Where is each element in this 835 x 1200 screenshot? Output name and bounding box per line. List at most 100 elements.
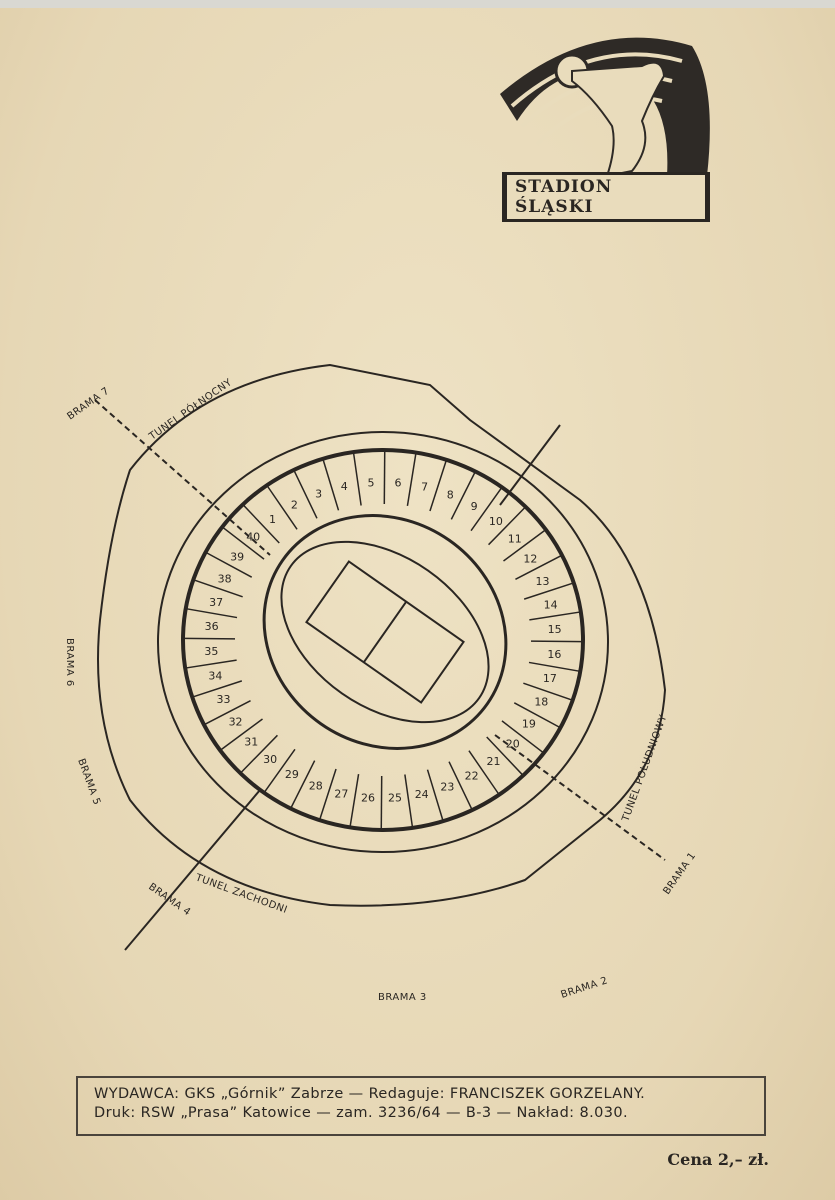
- sector-label: 16: [547, 648, 561, 661]
- sector-label: 28: [309, 779, 323, 792]
- sector-label: 39: [230, 550, 244, 563]
- sector-divider: [204, 700, 251, 725]
- sector-label: 13: [535, 575, 549, 588]
- publisher-imprint-box: WYDAWCA: GKS „Górnik” Zabrze — Redaguje:…: [76, 1076, 766, 1136]
- tunnel-south-line: [494, 734, 666, 861]
- sector-divider: [503, 529, 546, 562]
- sector-label: 21: [487, 755, 501, 768]
- concourse-ring: [157, 431, 609, 853]
- sector-divider: [186, 608, 238, 619]
- gate-label-4: BRAMA 4: [146, 881, 192, 918]
- scan-edge: [0, 0, 835, 8]
- sector-label: 12: [523, 553, 537, 566]
- sector-label: 22: [465, 769, 479, 782]
- sector-label: 1: [269, 513, 276, 526]
- sector-divider: [468, 750, 500, 795]
- sector-label: 5: [368, 476, 375, 489]
- sector-divider: [290, 760, 316, 808]
- sector-label: 23: [440, 780, 454, 793]
- sector-divider: [349, 774, 360, 827]
- sector-label: 7: [421, 481, 428, 494]
- sector-divider: [352, 452, 362, 506]
- sector-label: 32: [229, 715, 243, 728]
- tunnel-label-south: TUNEL POŁUDNIOWY: [620, 713, 669, 824]
- sector-divider: [319, 768, 337, 820]
- tunnel-west-line: [124, 789, 261, 951]
- sector-divider: [450, 472, 476, 520]
- sector-label: 30: [263, 753, 277, 766]
- sector-divider: [266, 485, 298, 530]
- stands-outer-ring: [181, 448, 585, 832]
- sector-divider: [192, 680, 243, 698]
- sector-label: 8: [447, 489, 454, 502]
- sector-divider: [404, 774, 414, 828]
- sector-divider: [448, 761, 473, 810]
- sector-label: 10: [489, 515, 503, 528]
- sector-divider: [242, 504, 280, 544]
- sector-divider: [429, 460, 447, 512]
- sector-divider: [186, 659, 237, 669]
- sector-label: 14: [544, 598, 558, 611]
- sector-label: 34: [208, 670, 222, 683]
- sector-divider: [426, 769, 444, 821]
- gate-label-3: BRAMA 3: [378, 992, 427, 1003]
- sector-label: 40: [246, 530, 260, 543]
- sector-divider: [486, 736, 524, 776]
- sector-divider: [293, 470, 318, 519]
- sector-label: 38: [218, 572, 232, 585]
- sector-label: 18: [534, 696, 548, 709]
- sector-divider: [322, 459, 340, 511]
- price-label: Cena 2,– zł.: [667, 1150, 769, 1169]
- sector-divider: [515, 555, 562, 580]
- halfway-line: [362, 601, 408, 663]
- sector-divider: [523, 682, 572, 701]
- sector-label: 9: [471, 500, 478, 513]
- logo-title-box: STADION ŚLĄSKI: [502, 172, 710, 222]
- gate-label-7: BRAMA 7: [65, 385, 111, 422]
- sector-divider: [220, 718, 263, 751]
- sector-label: 35: [204, 645, 218, 658]
- gate-label-1: BRAMA 1: [661, 850, 698, 896]
- sector-label: 29: [285, 768, 299, 781]
- sector-divider: [240, 734, 278, 773]
- sector-divider: [513, 702, 560, 728]
- gate-label-6: BRAMA 6: [64, 638, 75, 687]
- imprint-line-1: WYDAWCA: GKS „Górnik” Zabrze — Redaguje:…: [94, 1086, 646, 1102]
- sector-divider: [488, 507, 526, 546]
- tunnel-label-north: TUNEL PÓŁNOCNY: [145, 375, 234, 443]
- sector-divider: [470, 487, 502, 532]
- sector-label: 6: [394, 477, 401, 490]
- sector-divider: [406, 453, 417, 506]
- gate-label-5: BRAMA 5: [75, 757, 102, 807]
- sector-label: 19: [522, 718, 536, 731]
- sector-label: 15: [548, 623, 562, 636]
- sector-label: 37: [209, 596, 223, 609]
- sector-label: 33: [217, 693, 231, 706]
- sector-label: 20: [506, 738, 520, 751]
- sector-divider: [529, 611, 580, 621]
- sector-divider: [528, 661, 580, 672]
- sector-label: 17: [543, 672, 557, 685]
- sector-divider: [222, 526, 265, 560]
- sector-divider: [194, 579, 243, 598]
- sector-label: 27: [334, 787, 348, 800]
- outer-stands-outline: [97, 363, 667, 907]
- sector-label: 4: [341, 480, 348, 493]
- gate-label-2: BRAMA 2: [560, 975, 610, 1001]
- sector-label: 36: [205, 620, 219, 633]
- running-track: [280, 540, 490, 724]
- sector-divider: [523, 582, 574, 600]
- sector-label: 3: [315, 488, 322, 501]
- sector-divider: [206, 552, 253, 578]
- imprint-line-2: Druk: RSW „Prasa” Katowice — zam. 3236/6…: [94, 1105, 628, 1121]
- sector-divider: [501, 720, 544, 754]
- sector-label: 11: [508, 532, 522, 545]
- sector-label: 2: [291, 499, 298, 512]
- sector-label: 26: [361, 791, 375, 804]
- sector-label: 25: [388, 792, 402, 805]
- discus-thrower-logo: [500, 37, 710, 178]
- stands-inner-ring: [262, 514, 508, 750]
- sector-label: 31: [244, 736, 258, 749]
- logo-title: STADION ŚLĄSKI: [505, 173, 707, 221]
